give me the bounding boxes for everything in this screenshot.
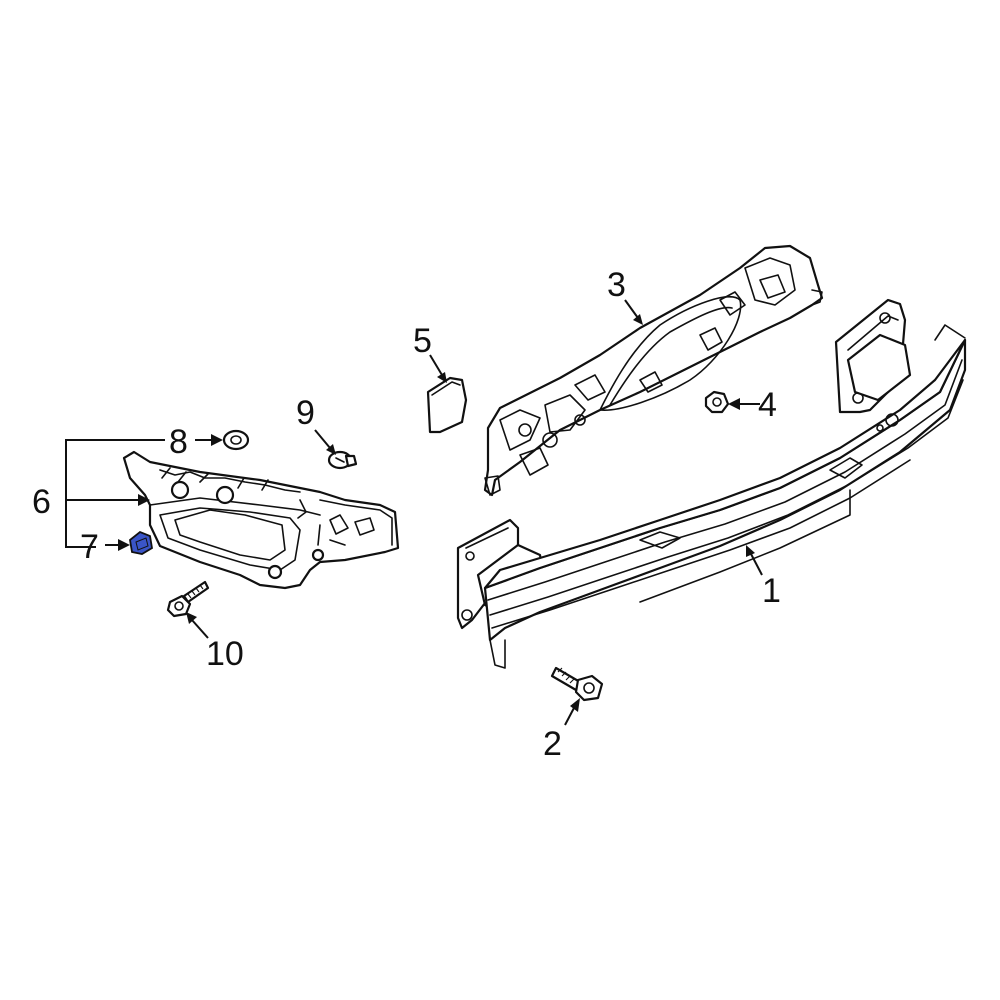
- part-5-cap[interactable]: [426, 376, 468, 434]
- callout-6: 6: [32, 483, 51, 521]
- part-8-grommet[interactable]: [222, 429, 250, 451]
- callout-2: 2: [543, 725, 562, 763]
- leader-1: [749, 551, 763, 576]
- callout-9: 9: [296, 394, 315, 432]
- callout-4: 4: [758, 386, 777, 424]
- leader-3: [624, 299, 639, 319]
- part-1-reinforcement-bar[interactable]: [456, 298, 967, 669]
- part-9-push-pin[interactable]: [327, 450, 358, 470]
- callout-8: 8: [169, 423, 188, 461]
- callout-5: 5: [413, 322, 432, 360]
- callout-labels: 1 2 3 4 5 6 7 8 9 10: [32, 266, 781, 763]
- leader-9: [314, 429, 331, 449]
- part-6-bracket[interactable]: [122, 450, 400, 590]
- leader-5: [429, 354, 443, 376]
- arrow-1: [746, 545, 755, 557]
- leader-10: [191, 619, 209, 639]
- callout-10: 10: [206, 635, 244, 673]
- leader-6-bracket: [65, 439, 165, 548]
- arrow-3: [633, 314, 643, 325]
- arrow-6: [138, 494, 150, 506]
- arrow-2: [570, 698, 580, 712]
- leader-2: [564, 705, 576, 726]
- part-3-absorber[interactable]: [483, 244, 824, 497]
- part-10-bolt[interactable]: [166, 580, 210, 618]
- arrow-8: [211, 434, 223, 446]
- arrow-9: [326, 444, 336, 455]
- callout-1: 1: [762, 572, 781, 610]
- arrow-7: [118, 539, 130, 551]
- arrow-5: [437, 372, 447, 383]
- callout-3: 3: [607, 266, 626, 304]
- part-2-bolt[interactable]: [550, 666, 604, 702]
- callout-7: 7: [80, 528, 99, 566]
- part-7-clip[interactable]: [129, 530, 153, 555]
- arrow-10: [186, 612, 197, 624]
- leaders: [65, 299, 763, 726]
- arrow-4: [728, 398, 740, 410]
- part-4-nut[interactable]: [704, 390, 730, 414]
